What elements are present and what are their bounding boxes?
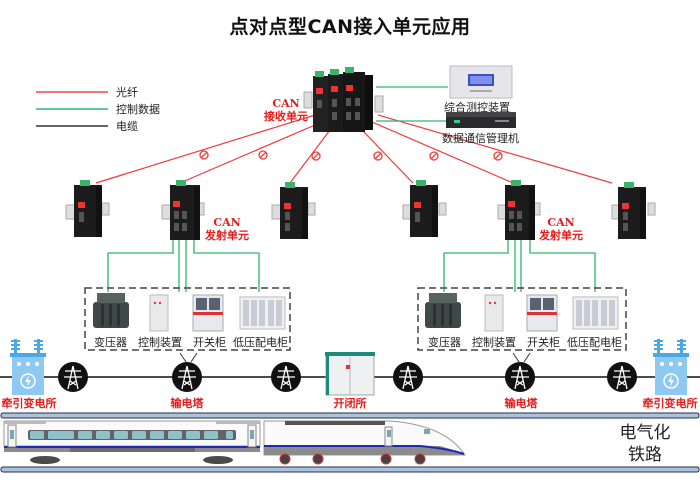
data-comm-manager-icon [446,112,516,128]
transmitter-label-left: CAN 发射单元 [202,216,252,242]
equipment-label: 控制装置 [472,336,516,349]
legend-label-control: 控制数据 [116,103,160,116]
legend-label-fiber: 光纤 [116,86,138,99]
equipment-label: 开关柜 [527,336,560,349]
fiber-link [179,121,323,184]
rail-top [0,412,700,419]
fiber-link [377,114,613,184]
transformer-icon [425,293,461,328]
can-transmitter-unit [497,180,541,240]
train-window [132,431,146,439]
transmission-tower-icon [271,362,301,392]
railway-label-line2: 铁路 [628,445,662,465]
train-window [226,431,233,439]
control-links-upstream [376,86,448,122]
substation-label-left: 牵引变电所 [1,397,57,410]
fiber-link [371,121,514,184]
transmitter-label-line2: 发射单元 [539,229,583,242]
switchgear-icon [192,294,224,332]
equipment-label: 控制装置 [138,336,182,349]
equipment-label: 低压配电柜 [233,336,288,349]
transmitter-label-line1: CAN [213,216,241,229]
fiber-link [95,114,316,184]
switching-station-icon [325,352,375,396]
low-voltage-cabinet-icon [239,296,286,330]
equipment-label: 开关柜 [193,336,226,349]
train-window [186,431,200,439]
low-voltage-cabinet-icon [572,296,619,330]
equipment-group-box [417,287,627,351]
fiber-break-icon [258,150,268,160]
fiber-break-icon [311,151,321,161]
legend-label-cable: 电缆 [116,120,138,133]
field-units [65,180,656,240]
integrated-control-device-label: 综合测控装置 [444,101,510,114]
train-window [204,431,218,439]
can-transmitter-unit [161,180,205,240]
switchgear-icon [526,294,558,332]
train-window [96,431,110,439]
train-window [150,431,164,439]
control-links-left [107,240,260,292]
can-module-single [65,180,110,237]
traction-substation-icon-right [653,339,689,395]
equipment-group-box [84,287,291,351]
can-module-single [271,182,316,239]
railway-label-line1: 电气化 [619,423,671,443]
fiber-break-icon [429,151,439,161]
transmission-tower-icon [393,362,423,392]
receiver-label: CAN 接收单元 [256,97,316,123]
traction-substation-icon-left [10,339,46,395]
fiber-link [361,129,414,184]
control-cabinet-icon [484,294,504,332]
train-window [60,431,74,439]
railway-label: 电气化 铁路 [610,422,680,466]
transmission-tower-icon [58,362,88,392]
transmitter-label-right: CAN 发射单元 [536,216,586,242]
can-module-single [611,182,656,239]
transmission-tower-icon [607,362,637,392]
transmitter-label-line1: CAN [547,216,575,229]
equipment-label: 低压配电柜 [567,336,622,349]
fiber-links [95,114,613,184]
page-title: 点对点型CAN接入单元应用 [229,16,471,38]
transmitter-label-line2: 发射单元 [205,229,249,242]
transmission-towers [58,362,637,392]
transmission-tower-icon [172,362,202,392]
train-window [30,431,44,439]
can-module-single [402,180,447,237]
rail-bottom [0,466,700,473]
fiber-break-icon [199,150,209,160]
switching-station-label: 开闭所 [333,397,367,410]
data-comm-manager-label: 数据通信管理机 [442,132,519,145]
tower-label-right: 输电塔 [504,397,538,410]
fiber-break-icon [373,151,383,161]
receiver-label-line1: CAN [272,97,300,110]
can-receiver-unit [303,67,384,132]
fiber-break-marks [199,150,503,161]
train-window [114,431,128,439]
fiber-link [289,129,331,184]
transformer-icon [93,293,129,328]
integrated-control-device-icon [449,65,513,99]
train-window [168,431,182,439]
substation-label-right: 牵引变电所 [642,397,698,410]
transmission-tower-icon [505,362,535,392]
control-cabinet-icon [149,294,169,332]
tower-label-left: 输电塔 [170,397,204,410]
equipment-label: 变压器 [428,336,461,349]
fiber-break-icon [493,151,503,161]
control-links-right [443,240,596,292]
train-window [78,431,92,439]
equipment-label: 变压器 [94,336,127,349]
train-window [48,431,62,439]
receiver-label-line2: 接收单元 [264,110,308,123]
train-icon [3,420,466,465]
